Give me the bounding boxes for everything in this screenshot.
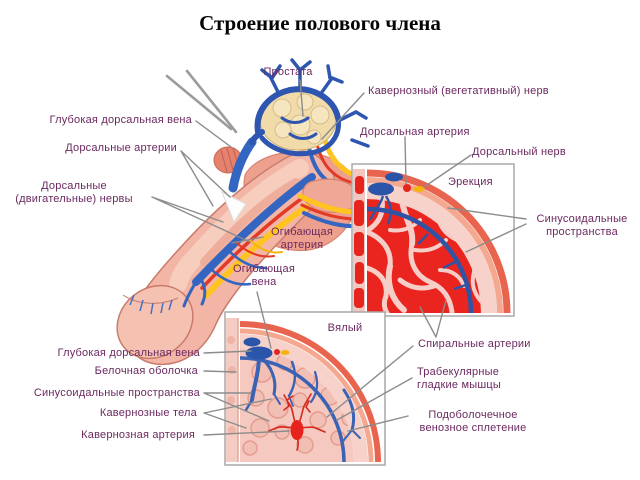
erection-inset	[351, 163, 515, 317]
label-spiral-arteries: Спиральные артерии	[418, 338, 531, 350]
label-line: венозное сплетение	[419, 421, 527, 434]
tunica-outer-flaccid	[239, 321, 381, 463]
label-trabecular-muscle: Трабекулярные гладкие мышцы	[417, 366, 501, 391]
label-line: артерия	[280, 238, 324, 251]
label-line: Огибающая	[270, 226, 334, 238]
flaccid-inset	[224, 311, 386, 466]
label-sinusoidal-spaces-flaccid: Синусоидальные пространства	[33, 387, 200, 399]
label-subtunical-plexus: Подоболочечное венозное сплетение	[410, 409, 536, 434]
label-dorsal-arteries: Дорсальные артерии	[65, 142, 177, 154]
label-line: Синусоидальные	[536, 213, 628, 225]
suspensory-ligament	[221, 190, 247, 224]
label-flaccid-state: Вялый	[327, 322, 363, 334]
label-cavernous-bodies: Кавернозные тела	[99, 407, 197, 419]
label-cavernous-artery: Кавернозная артерия	[81, 429, 195, 441]
label-line: пространства	[546, 225, 618, 238]
glans-veins	[129, 294, 173, 315]
dorsal-neurovascular-bundle	[182, 137, 325, 308]
dorsal-nerve-dot	[413, 186, 425, 192]
label-dorsal-artery: Дорсальная артерия	[360, 126, 470, 138]
prostatic-venous-plexus	[249, 58, 370, 157]
label-line: (двигательные) нервы	[15, 192, 133, 205]
label-prostate: Простата	[263, 66, 313, 78]
label-line: Дорсальные	[41, 180, 107, 192]
label-line: Подоболочечное	[428, 409, 518, 421]
label-deep-dorsal-vein-2: Глубокая дорсальная вена	[57, 347, 200, 359]
leader-lines	[151, 69, 527, 436]
vein-trunk	[228, 137, 257, 193]
dorsal-nerve-line	[203, 193, 325, 299]
page-title: Строение полового члена	[199, 11, 441, 35]
label-tunica-albuginea: Белочная оболочка	[94, 365, 198, 377]
label-line: вена	[251, 275, 277, 288]
dorsal-artery-dot	[403, 184, 411, 192]
dorsal-vein-erect	[385, 172, 403, 182]
prostate	[249, 58, 370, 157]
dorsal-vein-flaccid	[243, 337, 261, 347]
label-cavernous-nerve: Кавернозный (вегетативный) нерв	[368, 85, 549, 97]
label-sinusoidal-spaces-erect: Синусоидальные пространства	[526, 213, 638, 238]
strip-sinusoids	[354, 176, 364, 308]
subtunical-vein-erect	[366, 206, 474, 314]
label-erection-state: Эрекция	[448, 176, 493, 188]
label-dorsal-motor-nerves: Дорсальные (двигательные) нервы	[0, 180, 148, 205]
label-dorsal-nerve: Дорсальный нерв	[472, 146, 566, 158]
label-circumflex-vein: Огибающая вена	[226, 263, 302, 288]
label-line: гладкие мышцы	[417, 378, 501, 391]
subtunical-vein-flaccid	[239, 356, 346, 463]
label-line: Трабекулярные	[417, 366, 500, 378]
cavernous-artery-blob	[290, 420, 304, 440]
label-deep-dorsal-vein: Глубокая дорсальная вена	[49, 114, 192, 126]
sinusoidal-spaces-erect	[367, 199, 481, 313]
label-circumflex-artery: Огибающая артерия	[262, 226, 342, 251]
label-line: Огибающая	[232, 263, 296, 275]
